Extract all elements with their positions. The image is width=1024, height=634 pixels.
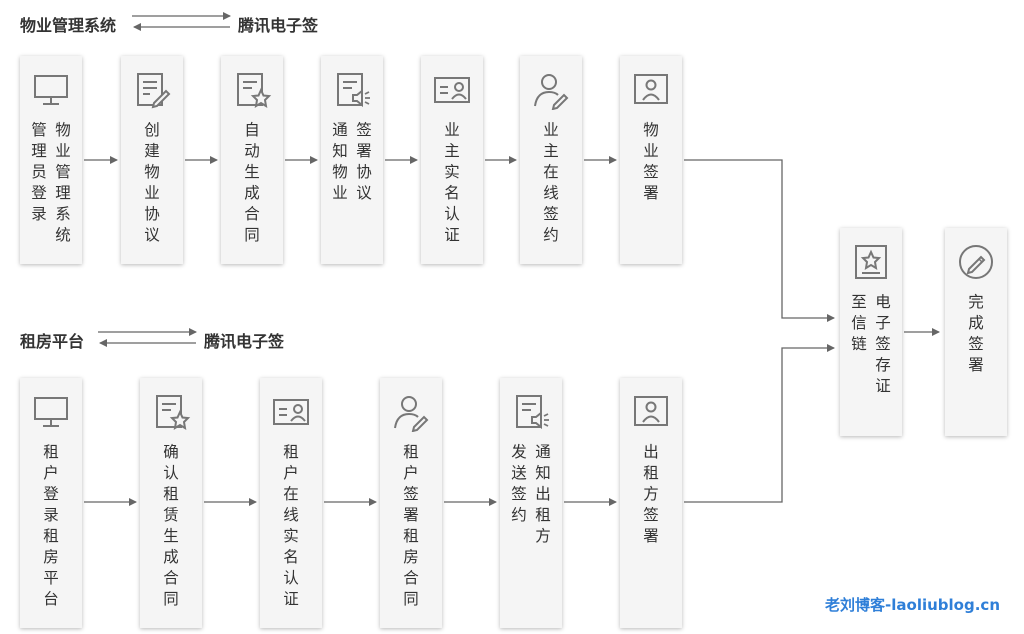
header-property-system: 物业管理系统 xyxy=(20,16,117,35)
step-card-b3: 租户在线实名认证 xyxy=(260,378,322,628)
watermark-text: 老刘博客-laoliublog.cn xyxy=(825,596,1000,614)
top-merge-arrow xyxy=(684,159,835,322)
step-label-column: 业主实名认证 xyxy=(444,121,460,244)
step-card-t1: 物业管理系统管理员登录 xyxy=(20,56,82,264)
user-edit-icon xyxy=(534,74,569,110)
step-label: 业主实名认证 xyxy=(421,120,483,246)
step-label: 物业管理系统管理员登录 xyxy=(20,120,82,246)
step-card-b1: 租户登录租房平台 xyxy=(20,378,82,628)
document-star-icon xyxy=(156,395,191,430)
step-label-column: 创建物业协议 xyxy=(144,121,160,244)
step-label: 租户登录租房平台 xyxy=(20,442,82,610)
certificate-star-icon xyxy=(855,245,887,279)
step-label: 确认租赁生成合同 xyxy=(140,442,202,610)
user-edit-icon xyxy=(394,396,429,432)
step-card-t3: 自动生成合同 xyxy=(221,56,283,264)
step-label: 租户在线实名认证 xyxy=(260,442,322,610)
step-label: 签署协议通知物业 xyxy=(321,120,383,204)
step-card-m1: 电子签存证至信链 xyxy=(840,228,902,436)
step-card-b4: 租户签署租房合同 xyxy=(380,378,442,628)
step-label-column: 通知物业 xyxy=(332,121,348,202)
step-label-column: 租户签署租房合同 xyxy=(403,443,419,608)
step-label-column: 物业管理系统 xyxy=(55,121,71,244)
portrait-icon xyxy=(634,396,668,426)
document-speaker-icon xyxy=(337,73,370,108)
step-label-column: 完成签署 xyxy=(968,293,984,374)
step-label-column: 租户在线实名认证 xyxy=(283,443,299,608)
step-label-column: 出租方签署 xyxy=(643,443,659,545)
monitor-icon xyxy=(34,397,68,427)
step-label-column: 租户登录租房平台 xyxy=(43,443,59,608)
header-rental-platform: 租房平台 xyxy=(20,332,85,351)
step-card-t4: 签署协议通知物业 xyxy=(321,56,383,264)
id-card-icon xyxy=(273,399,309,425)
step-label-column: 通知出租方 xyxy=(535,443,551,545)
header-tencent-esign-bottom: 腾讯电子签 xyxy=(204,332,285,351)
header-tencent-esign-top: 腾讯电子签 xyxy=(238,16,319,35)
step-label: 自动生成合同 xyxy=(221,120,283,246)
step-label: 电子签存证至信链 xyxy=(840,292,902,397)
step-label-column: 物业签署 xyxy=(643,121,659,202)
step-card-t6: 业主在线签约 xyxy=(520,56,582,264)
step-label-column: 电子签存证 xyxy=(875,293,891,395)
step-label-column: 至信链 xyxy=(851,293,867,353)
monitor-icon xyxy=(34,75,68,105)
step-label: 业主在线签约 xyxy=(520,120,582,246)
step-card-b5: 通知出租方发送签约 xyxy=(500,378,562,628)
step-card-m2: 完成签署 xyxy=(945,228,1007,436)
step-card-t5: 业主实名认证 xyxy=(421,56,483,264)
step-label: 出租方签署 xyxy=(620,442,682,547)
step-label-column: 业主在线签约 xyxy=(543,121,559,244)
step-label-column: 签署协议 xyxy=(356,121,372,202)
step-label-column: 发送签约 xyxy=(511,443,527,524)
pencil-circle-icon xyxy=(959,245,993,279)
bottom-merge-arrow xyxy=(684,344,835,503)
step-card-t2: 创建物业协议 xyxy=(121,56,183,264)
step-label-column: 自动生成合同 xyxy=(244,121,260,244)
document-speaker-icon xyxy=(516,395,549,430)
document-star-icon xyxy=(237,73,272,108)
step-label: 完成签署 xyxy=(945,292,1007,376)
id-card-icon xyxy=(434,77,470,103)
step-label: 创建物业协议 xyxy=(121,120,183,246)
step-label: 租户签署租房合同 xyxy=(380,442,442,610)
step-card-b2: 确认租赁生成合同 xyxy=(140,378,202,628)
step-card-b6: 出租方签署 xyxy=(620,378,682,628)
portrait-icon xyxy=(634,74,668,104)
step-label-column: 确认租赁生成合同 xyxy=(163,443,179,608)
step-label-column: 管理员登录 xyxy=(31,121,47,223)
step-label: 通知出租方发送签约 xyxy=(500,442,562,547)
step-label: 物业签署 xyxy=(620,120,682,204)
document-edit-icon xyxy=(137,73,171,109)
step-card-t7: 物业签署 xyxy=(620,56,682,264)
